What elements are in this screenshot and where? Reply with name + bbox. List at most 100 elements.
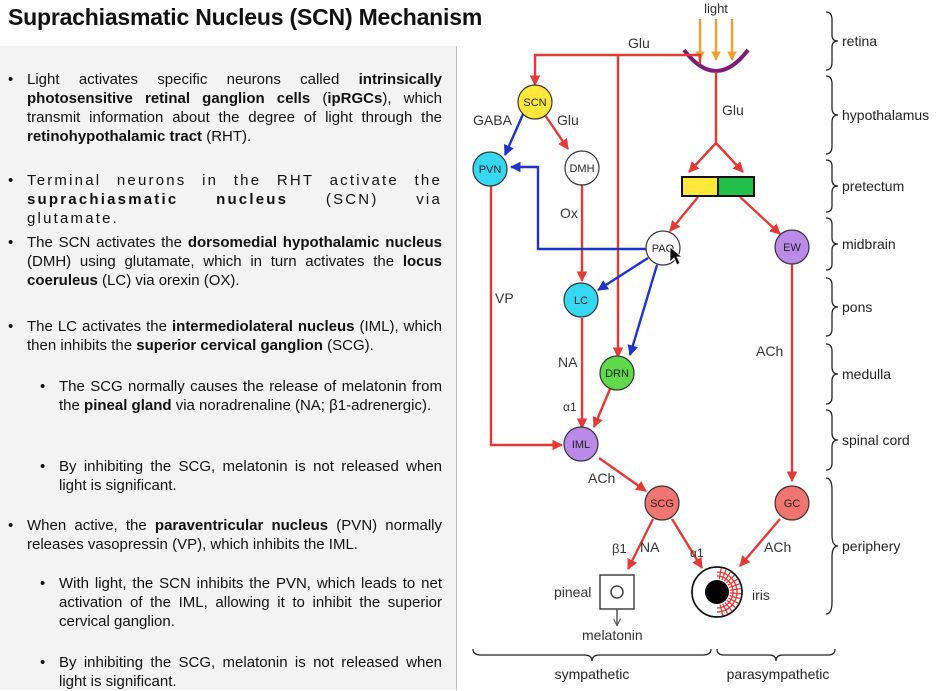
label-glu-top: Glu [628, 35, 650, 51]
region-pons: pons [842, 299, 872, 315]
node-lc-label: LC [574, 295, 588, 307]
bold-term: suprachiasmatic nucleus [27, 191, 289, 208]
text-segment: (DMH) using glutamate, which in turn act… [27, 253, 403, 270]
node-lc: LC [563, 282, 599, 318]
region-medulla: medulla [842, 366, 891, 382]
bold-term: locus coeruleus [27, 253, 442, 289]
label-na-scg: NA [640, 539, 660, 555]
bullet-item: • When active, the paraventricular nucleu… [0, 516, 450, 554]
bold-term: paraventricular nucleus [154, 517, 329, 534]
bullet-text: When active, the paraventricular nucleus… [27, 516, 442, 554]
bullet-text: By inhibiting the SCG, melatonin is not … [59, 653, 442, 691]
cursor-icon [669, 246, 684, 266]
bold-term: intermediolateral nucleus [171, 318, 355, 335]
text-panel: • Light activates specific neurons called… [0, 46, 457, 690]
region-midbrain: midbrain [842, 236, 896, 252]
bullet-text: The LC activates the intermediolateral n… [27, 317, 442, 355]
region-spinal-cord: spinal cord [842, 432, 910, 448]
text-segment: When active, the [27, 517, 155, 534]
text-segment: (SCN) via glutamate. [27, 191, 442, 227]
region-pretectum: pretectum [842, 178, 904, 194]
bullet-text: Terminal neurons in the RHT activate the… [27, 171, 442, 228]
text-segment: ( [310, 90, 328, 107]
label-melatonin: melatonin [582, 627, 643, 643]
bullet-dot: • [8, 71, 14, 88]
region-hypothalamus: hypothalamus [842, 107, 929, 123]
node-gc-label: GC [784, 498, 801, 510]
label-parasympathetic: parasympathetic [727, 666, 830, 682]
node-iml: IML [563, 426, 599, 462]
bullet-dot: • [8, 172, 16, 189]
bullet-dot: • [8, 318, 14, 335]
label-alpha1-iris: α1 [690, 546, 704, 560]
bullet-item: • The LC activates the intermediolateral … [0, 317, 450, 355]
label-gaba: GABA [473, 112, 513, 128]
pretectum-box-yellow [681, 176, 719, 197]
bullet-dot: • [40, 458, 46, 475]
text-segment: Light activates specific neurons called [27, 71, 359, 88]
label-glu-scn: Glu [557, 112, 579, 128]
bullet-text: Light activates specific neurons called … [27, 70, 442, 146]
text-segment: ), which transmit information about the … [27, 90, 443, 126]
text-segment: The LC activates the [27, 318, 172, 335]
bold-term: dorsomedial hypothalamic nucleus [187, 234, 442, 251]
label-pineal: pineal [554, 584, 591, 600]
bullet-item: • The SCN activates the dorsomedial hypot… [0, 233, 450, 290]
bottom-braces [472, 648, 836, 662]
label-ach-gc: ACh [764, 539, 791, 555]
bullet-dot: • [40, 575, 46, 592]
label-ach-ew: ACh [756, 343, 783, 359]
text-segment: via noradrenaline (NA; β1-adrenergic). [171, 397, 432, 414]
node-dmh-label: DMH [569, 163, 594, 175]
bullet-dot: • [40, 378, 46, 395]
text-segment: The SCN activates the [27, 234, 188, 251]
text-segment: (SCG). [322, 337, 374, 354]
text-segment: Terminal neurons in the RHT activate the [27, 172, 442, 189]
bold-term: intrinsically photosensitive retinal gan… [27, 71, 442, 107]
text-segment: The SCG normally causes the release of m… [59, 378, 442, 414]
node-scn-label: SCN [523, 97, 546, 109]
region-retina: retina [842, 33, 877, 49]
light-label: light [704, 1, 728, 16]
bullet-dot: • [8, 517, 14, 534]
bullet-dot: • [40, 654, 46, 671]
node-scg: SCG [644, 485, 680, 521]
node-drn-label: DRN [605, 368, 629, 380]
node-scn: SCN [517, 84, 553, 120]
label-na: NA [558, 354, 578, 370]
scn-pathway-diagram: light SCN [472, 1, 929, 682]
label-vp: VP [495, 290, 514, 306]
bullet-text: The SCN activates the dorsomedial hypoth… [27, 233, 442, 290]
pineal-gland-icon [599, 574, 635, 625]
text-segment: By inhibiting the SCG, melatonin is not … [59, 654, 442, 690]
text-segment: (RHT). [202, 128, 252, 145]
bullet-dot: • [8, 234, 14, 251]
node-iml-label: IML [572, 439, 590, 451]
excitatory-connections [489, 53, 798, 570]
label-iris: iris [752, 587, 770, 603]
bold-term: retinohypothalamic tract [27, 128, 203, 145]
node-ew-label: EW [783, 242, 801, 254]
text-segment: (IML), which then inhibits the [27, 318, 442, 354]
label-ox: Ox [560, 205, 578, 221]
bullet-text: The SCG normally causes the release of m… [59, 377, 442, 415]
pretectum-box-green [717, 176, 755, 197]
pathway-labels: Glu Glu GABA Glu Ox VP NA α1 ACh ACh β1 … [473, 35, 791, 643]
node-pvn: PVN [472, 151, 508, 187]
node-ew: EW [774, 229, 810, 265]
bold-term: superior cervical ganglion [136, 337, 323, 354]
bold-term: ipRGCs [327, 90, 383, 107]
text-segment: By inhibiting the SCG, melatonin is not … [59, 458, 442, 494]
iris-icon [691, 566, 743, 618]
bullet-item: • Terminal neurons in the RHT activate th… [0, 171, 450, 228]
text-segment: With light, the SCN inhibits the PVN, wh… [59, 575, 442, 630]
bullet-item: • By inhibiting the SCG, melatonin is not… [0, 653, 450, 691]
node-dmh: DMH [564, 150, 600, 186]
bullet-text: By inhibiting the SCG, melatonin is not … [59, 457, 442, 495]
retina-cup [682, 48, 750, 73]
page-title: Suprachiasmatic Nucleus (SCN) Mechanism [8, 4, 483, 30]
label-ach-iml: ACh [588, 470, 615, 486]
text-segment: (LC) via orexin (OX). [97, 272, 240, 289]
node-drn: DRN [599, 355, 635, 391]
node-gc: GC [774, 485, 810, 521]
